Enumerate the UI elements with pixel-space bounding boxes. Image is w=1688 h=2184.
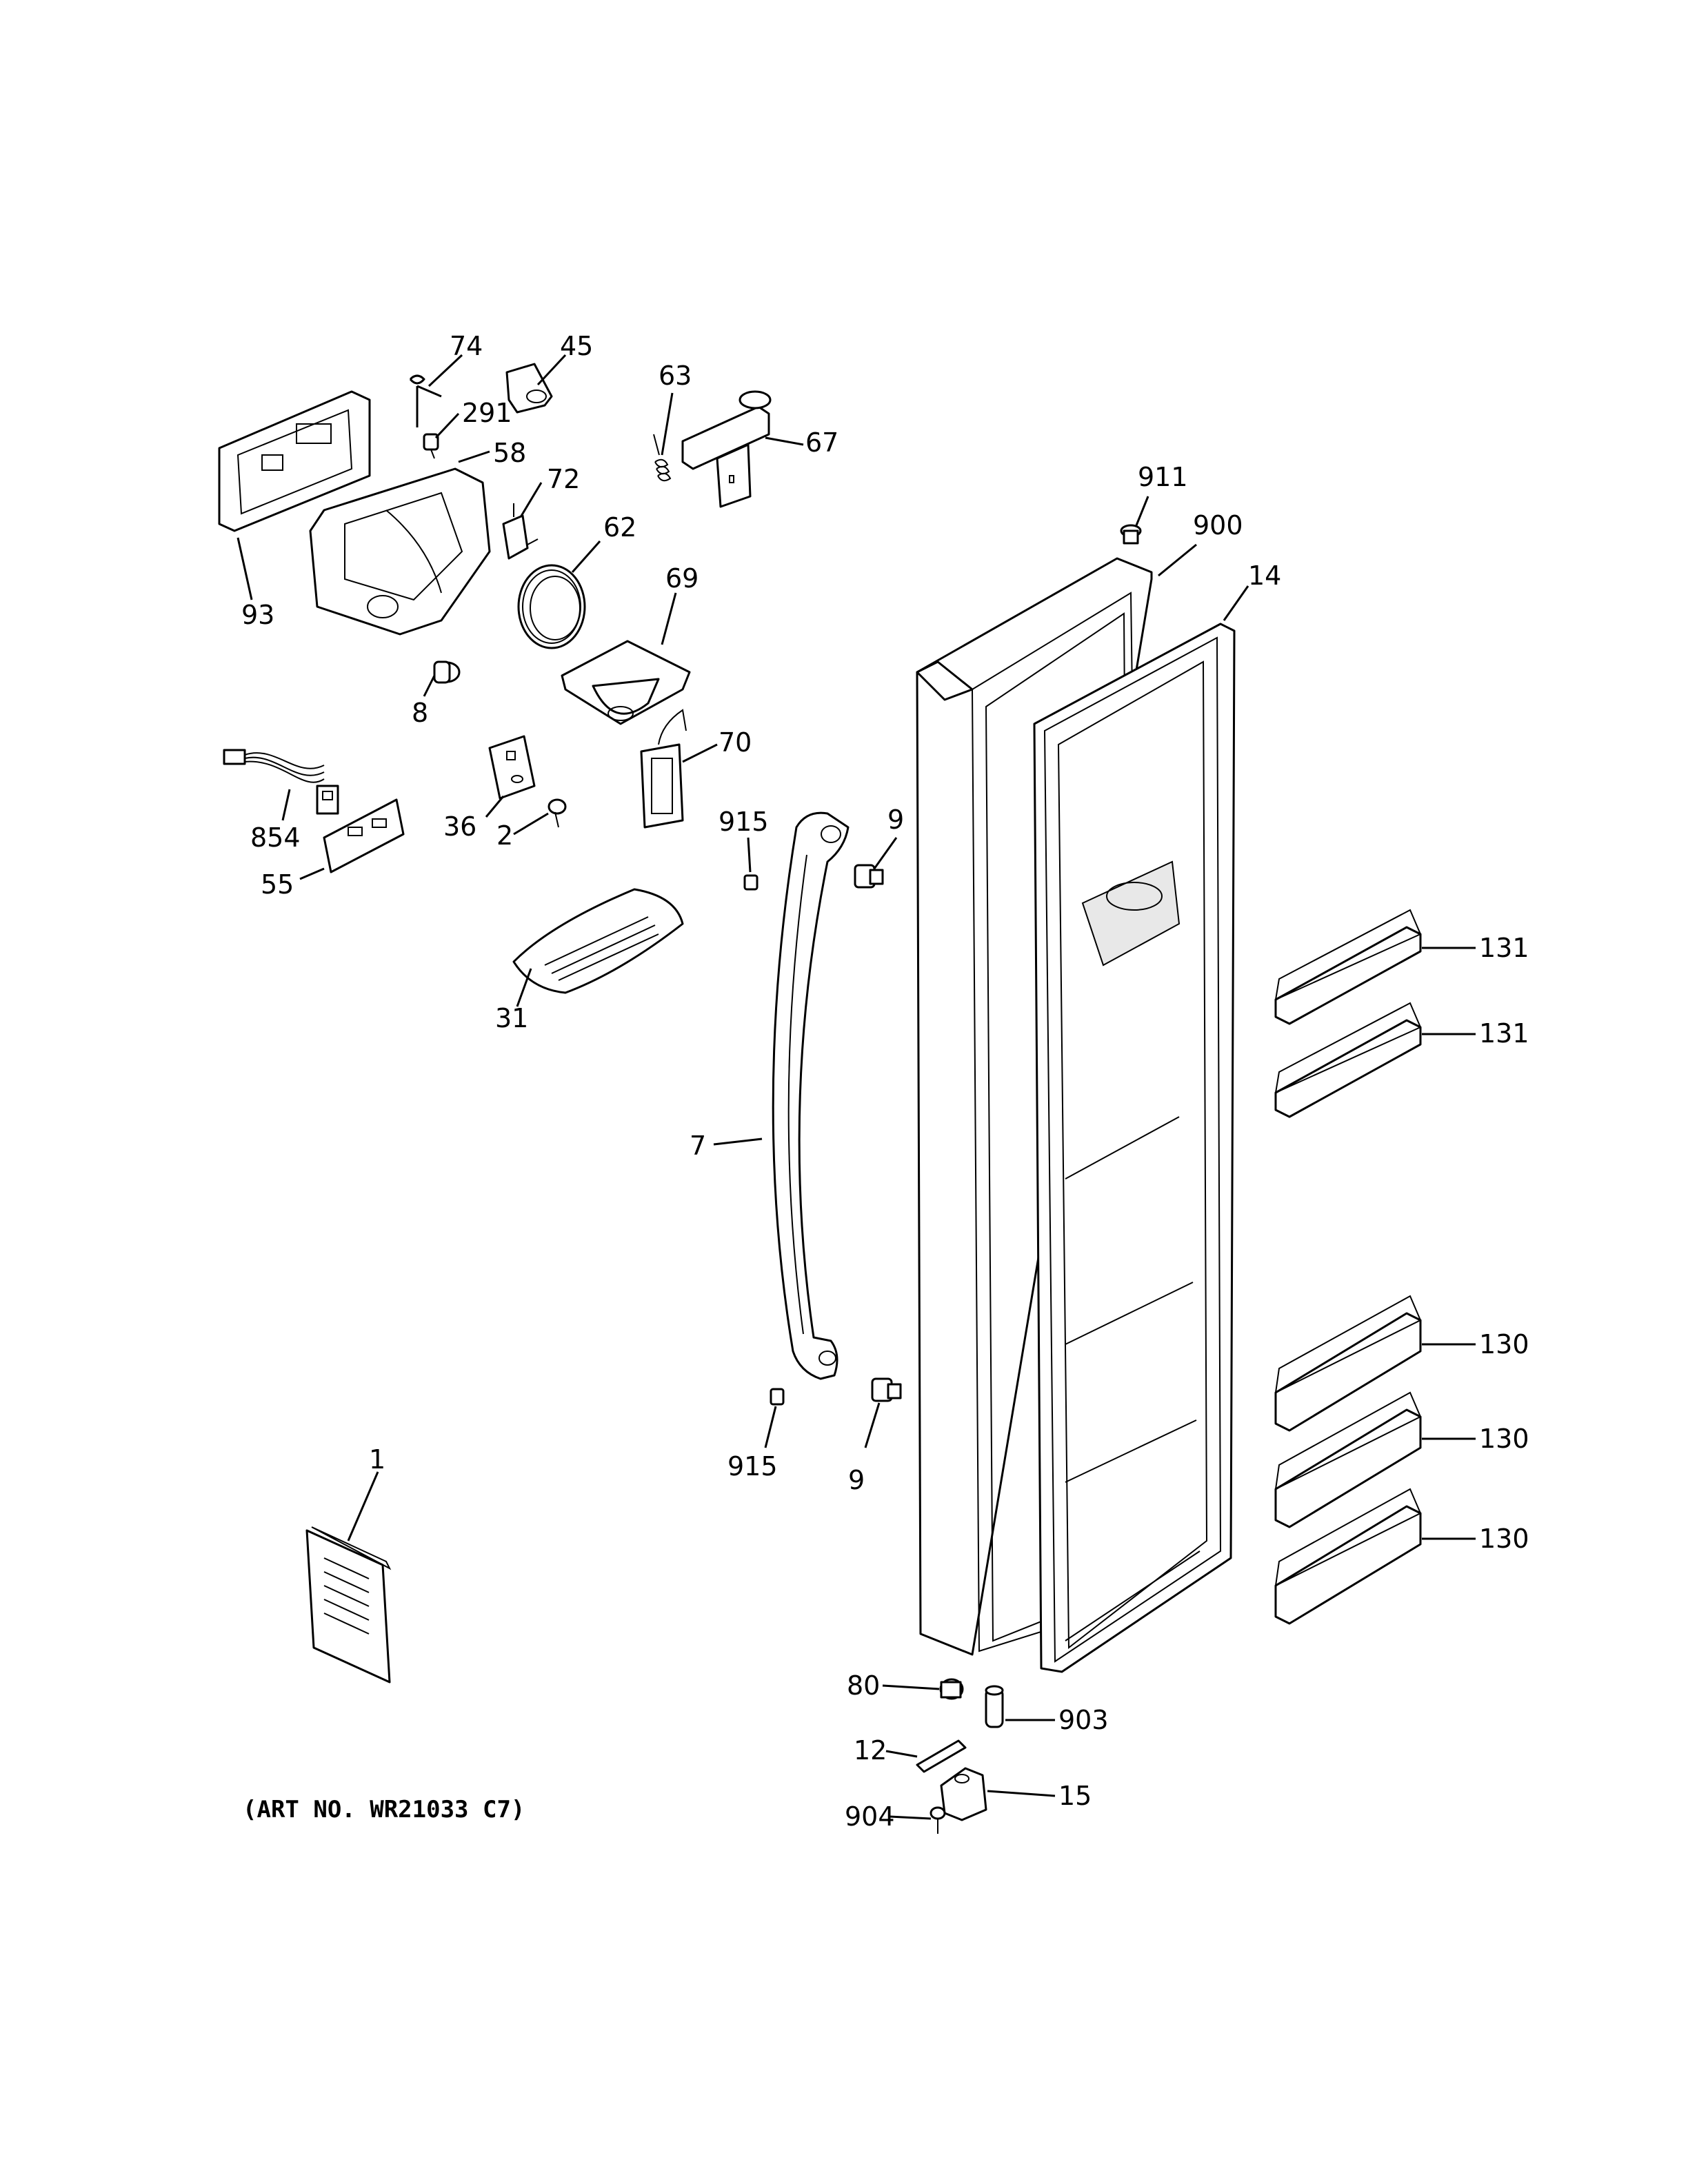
callout-36: 36	[443, 811, 476, 842]
callout-15: 15	[1058, 1781, 1092, 1811]
art-number: (ART NO. WR21033 C7)	[243, 1796, 525, 1823]
callout-911: 911	[1138, 462, 1188, 492]
screw-part-904	[930, 1806, 946, 1834]
callout-131-lower: 131	[1479, 1018, 1529, 1049]
callout-62: 62	[603, 512, 636, 543]
wire-harness-part-854	[223, 749, 339, 815]
mount-part-9-lower	[871, 1377, 902, 1402]
plug-part-8	[433, 660, 461, 684]
callout-9-lower: 9	[848, 1465, 865, 1495]
callout-8: 8	[412, 698, 428, 728]
ring-part-62	[517, 564, 586, 649]
callout-72: 72	[547, 464, 580, 494]
callout-130-upper: 130	[1479, 1329, 1529, 1359]
callout-67: 67	[805, 427, 838, 458]
door-bin-part-130-lower	[1274, 1488, 1422, 1625]
callout-1: 1	[369, 1444, 385, 1475]
door-bin-part-131-lower	[1274, 1002, 1422, 1118]
bracket-part-45	[505, 363, 553, 414]
bracket-part-36	[488, 735, 536, 800]
callout-74: 74	[450, 331, 483, 361]
mount-part-9-upper	[854, 864, 884, 889]
callout-7: 7	[690, 1131, 706, 1161]
spring-part-63	[653, 434, 672, 482]
funnel-part-69	[561, 640, 691, 725]
callout-130-middle: 130	[1479, 1424, 1529, 1454]
screw-part-291	[423, 433, 439, 459]
callout-2: 2	[496, 820, 513, 851]
micro-switch-part-72	[502, 503, 539, 560]
door-handle-part-7	[772, 811, 850, 1380]
callout-70: 70	[719, 727, 752, 758]
flap-part-70	[640, 709, 687, 829]
callout-915-upper: 915	[719, 807, 769, 837]
leader-lines	[237, 354, 1476, 1820]
door-gasket-part-14	[1033, 623, 1236, 1673]
door-bin-part-130-middle	[1274, 1391, 1422, 1528]
door-bin-part-130-upper	[1274, 1295, 1422, 1432]
callout-45: 45	[560, 331, 593, 361]
door-bin-part-131-upper	[1274, 909, 1422, 1025]
callout-31: 31	[495, 1003, 528, 1033]
callout-14: 14	[1248, 560, 1281, 591]
callout-9-upper: 9	[887, 805, 904, 835]
wire-spring-part-74	[409, 374, 442, 427]
drip-tray-part-31	[512, 888, 684, 994]
bottom-hinge-part-15	[940, 1767, 987, 1821]
callout-904: 904	[845, 1801, 895, 1832]
set-screw-part-915-upper	[743, 874, 758, 891]
callout-900: 900	[1193, 510, 1243, 540]
callout-12: 12	[854, 1735, 887, 1766]
callout-80: 80	[847, 1670, 880, 1701]
hinge-pin-part-903	[985, 1685, 1004, 1728]
callout-63: 63	[659, 361, 692, 391]
hinge-bracket-part-67	[681, 390, 772, 508]
callout-130-lower: 130	[1479, 1524, 1529, 1554]
callout-854: 854	[250, 822, 301, 853]
bushing-part-80	[939, 1678, 964, 1700]
callout-291: 291	[462, 398, 512, 428]
control-panel-part-93	[218, 390, 371, 532]
callout-labels: 74 45 63 291 58 67 72 62 93 69 8 70 911 …	[241, 331, 1529, 1832]
callout-55: 55	[261, 869, 294, 900]
cap-part-911	[1120, 524, 1142, 545]
dispenser-housing-part-58	[309, 467, 491, 636]
callout-69: 69	[665, 563, 699, 594]
screw-part-2	[547, 798, 567, 828]
manual-booklet-part-1	[305, 1526, 392, 1684]
board-part-55	[323, 798, 405, 873]
callout-903: 903	[1058, 1705, 1109, 1735]
callout-915-lower: 915	[727, 1451, 778, 1482]
shim-part-12	[916, 1739, 967, 1773]
callout-93: 93	[241, 600, 274, 630]
callout-131-upper: 131	[1479, 933, 1529, 963]
set-screw-part-915-lower	[770, 1388, 785, 1406]
callout-58: 58	[493, 438, 526, 468]
